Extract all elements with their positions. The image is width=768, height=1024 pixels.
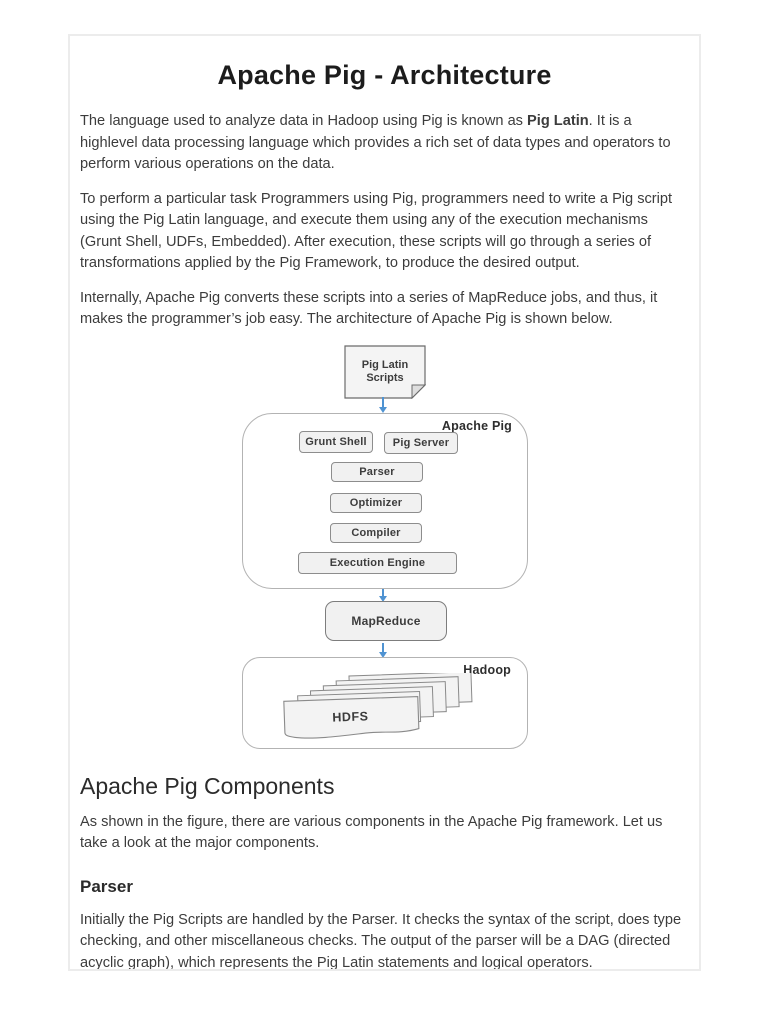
note-label-line1: Pig Latin [362, 359, 409, 371]
pig-latin-bold-term: Pig Latin [527, 113, 589, 129]
document-page: Apache Pig - Architecture The language u… [68, 34, 701, 971]
apache-pig-label: Apache Pig [441, 418, 512, 433]
flow-arrow-mapreduce-to-hadoop [379, 642, 387, 658]
heading-parser: Parser [80, 876, 133, 896]
box-optimizer: Optimizer [330, 492, 422, 513]
paragraph-intro-before: The language used to analyze data in Had… [80, 113, 528, 129]
flow-arrow-pig-to-mapreduce [379, 588, 387, 602]
box-grunt-shell: Grunt Shell [299, 430, 373, 453]
paragraph-task: To perform a particular task Programmers… [80, 190, 673, 272]
apache-pig-label-anchor: Apache Pig [242, 413, 528, 433]
folded-corner [411, 384, 426, 399]
box-pig-server: Pig Server [384, 431, 458, 454]
paragraph-components: As shown in the figure, there are variou… [80, 813, 663, 852]
note-label-line2: Scripts [366, 372, 403, 384]
box-compiler: Compiler [330, 522, 422, 543]
hadoop-label: Hadoop [463, 662, 511, 677]
box-parser: Parser [331, 461, 423, 482]
paragraph-internally: Internally, Apache Pig converts these sc… [80, 289, 658, 328]
box-execution-engine: Execution Engine [298, 551, 457, 574]
heading-components: Apache Pig Components [80, 772, 335, 799]
hdfs-label: HDFS [332, 709, 368, 724]
page-title: Apache Pig - Architecture [217, 60, 552, 90]
paragraph-intro: The language used to analyze data in Had… [80, 111, 689, 176]
hdfs-stack: HDFS [283, 672, 473, 739]
flow-arrow-scripts-to-pig [379, 396, 387, 413]
paragraph-parser: Initially the Pig Scripts are handled by… [80, 911, 682, 971]
paragraph-intro-after: . It is a highlevel data processing lang… [80, 113, 671, 172]
hdfs-front-page [283, 695, 420, 739]
box-mapreduce: MapReduce [325, 600, 447, 641]
architecture-diagram: Pig Latin Scripts Apache Pig Grunt Shell… [80, 343, 689, 755]
pig-latin-scripts-note: Pig Latin Scripts [344, 344, 426, 399]
